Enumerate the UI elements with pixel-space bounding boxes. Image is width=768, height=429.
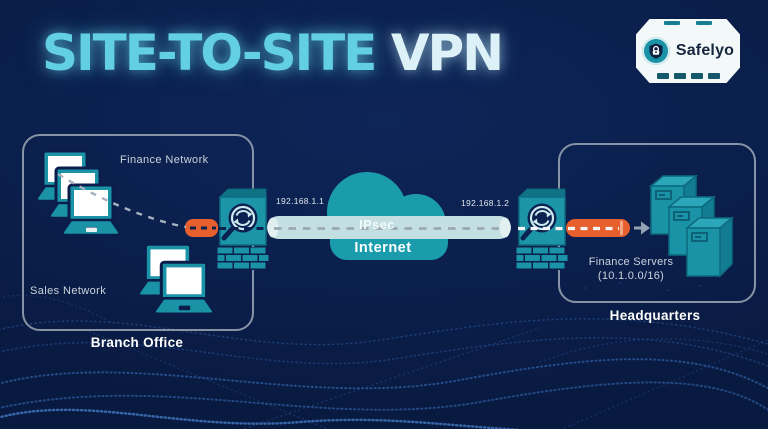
title-part-2: VPN xyxy=(375,24,504,82)
shield-lock-icon xyxy=(641,37,670,65)
ipsec-label: IPsec xyxy=(359,218,395,232)
badge-top-tabs xyxy=(636,21,740,25)
page-title: SITE-TO-SITE VPN xyxy=(42,24,504,82)
finance-servers-line1: Finance Servers xyxy=(588,256,674,268)
brand-badge: Safelyo xyxy=(636,19,740,83)
internet-label: Internet xyxy=(354,240,412,256)
brand-name: Safelyo xyxy=(675,42,735,59)
title-part-1: SITE-TO-SITE xyxy=(42,24,377,82)
headquarters-label: Headquarters xyxy=(609,308,701,323)
finance-network-label: Finance Network xyxy=(120,154,209,166)
hq-gateway-ip: 192.168.1.2 xyxy=(461,198,510,208)
branch-gateway-ip: 192.168.1.1 xyxy=(276,196,325,206)
finance-servers-label: Finance Servers (10.1.0.0/16) xyxy=(561,255,701,284)
branch-office-label: Branch Office xyxy=(90,335,184,350)
sales-network-label: Sales Network xyxy=(30,285,107,297)
badge-bottom-tabs xyxy=(636,73,740,79)
finance-servers-line2: (10.1.0.0/16) xyxy=(597,270,665,283)
